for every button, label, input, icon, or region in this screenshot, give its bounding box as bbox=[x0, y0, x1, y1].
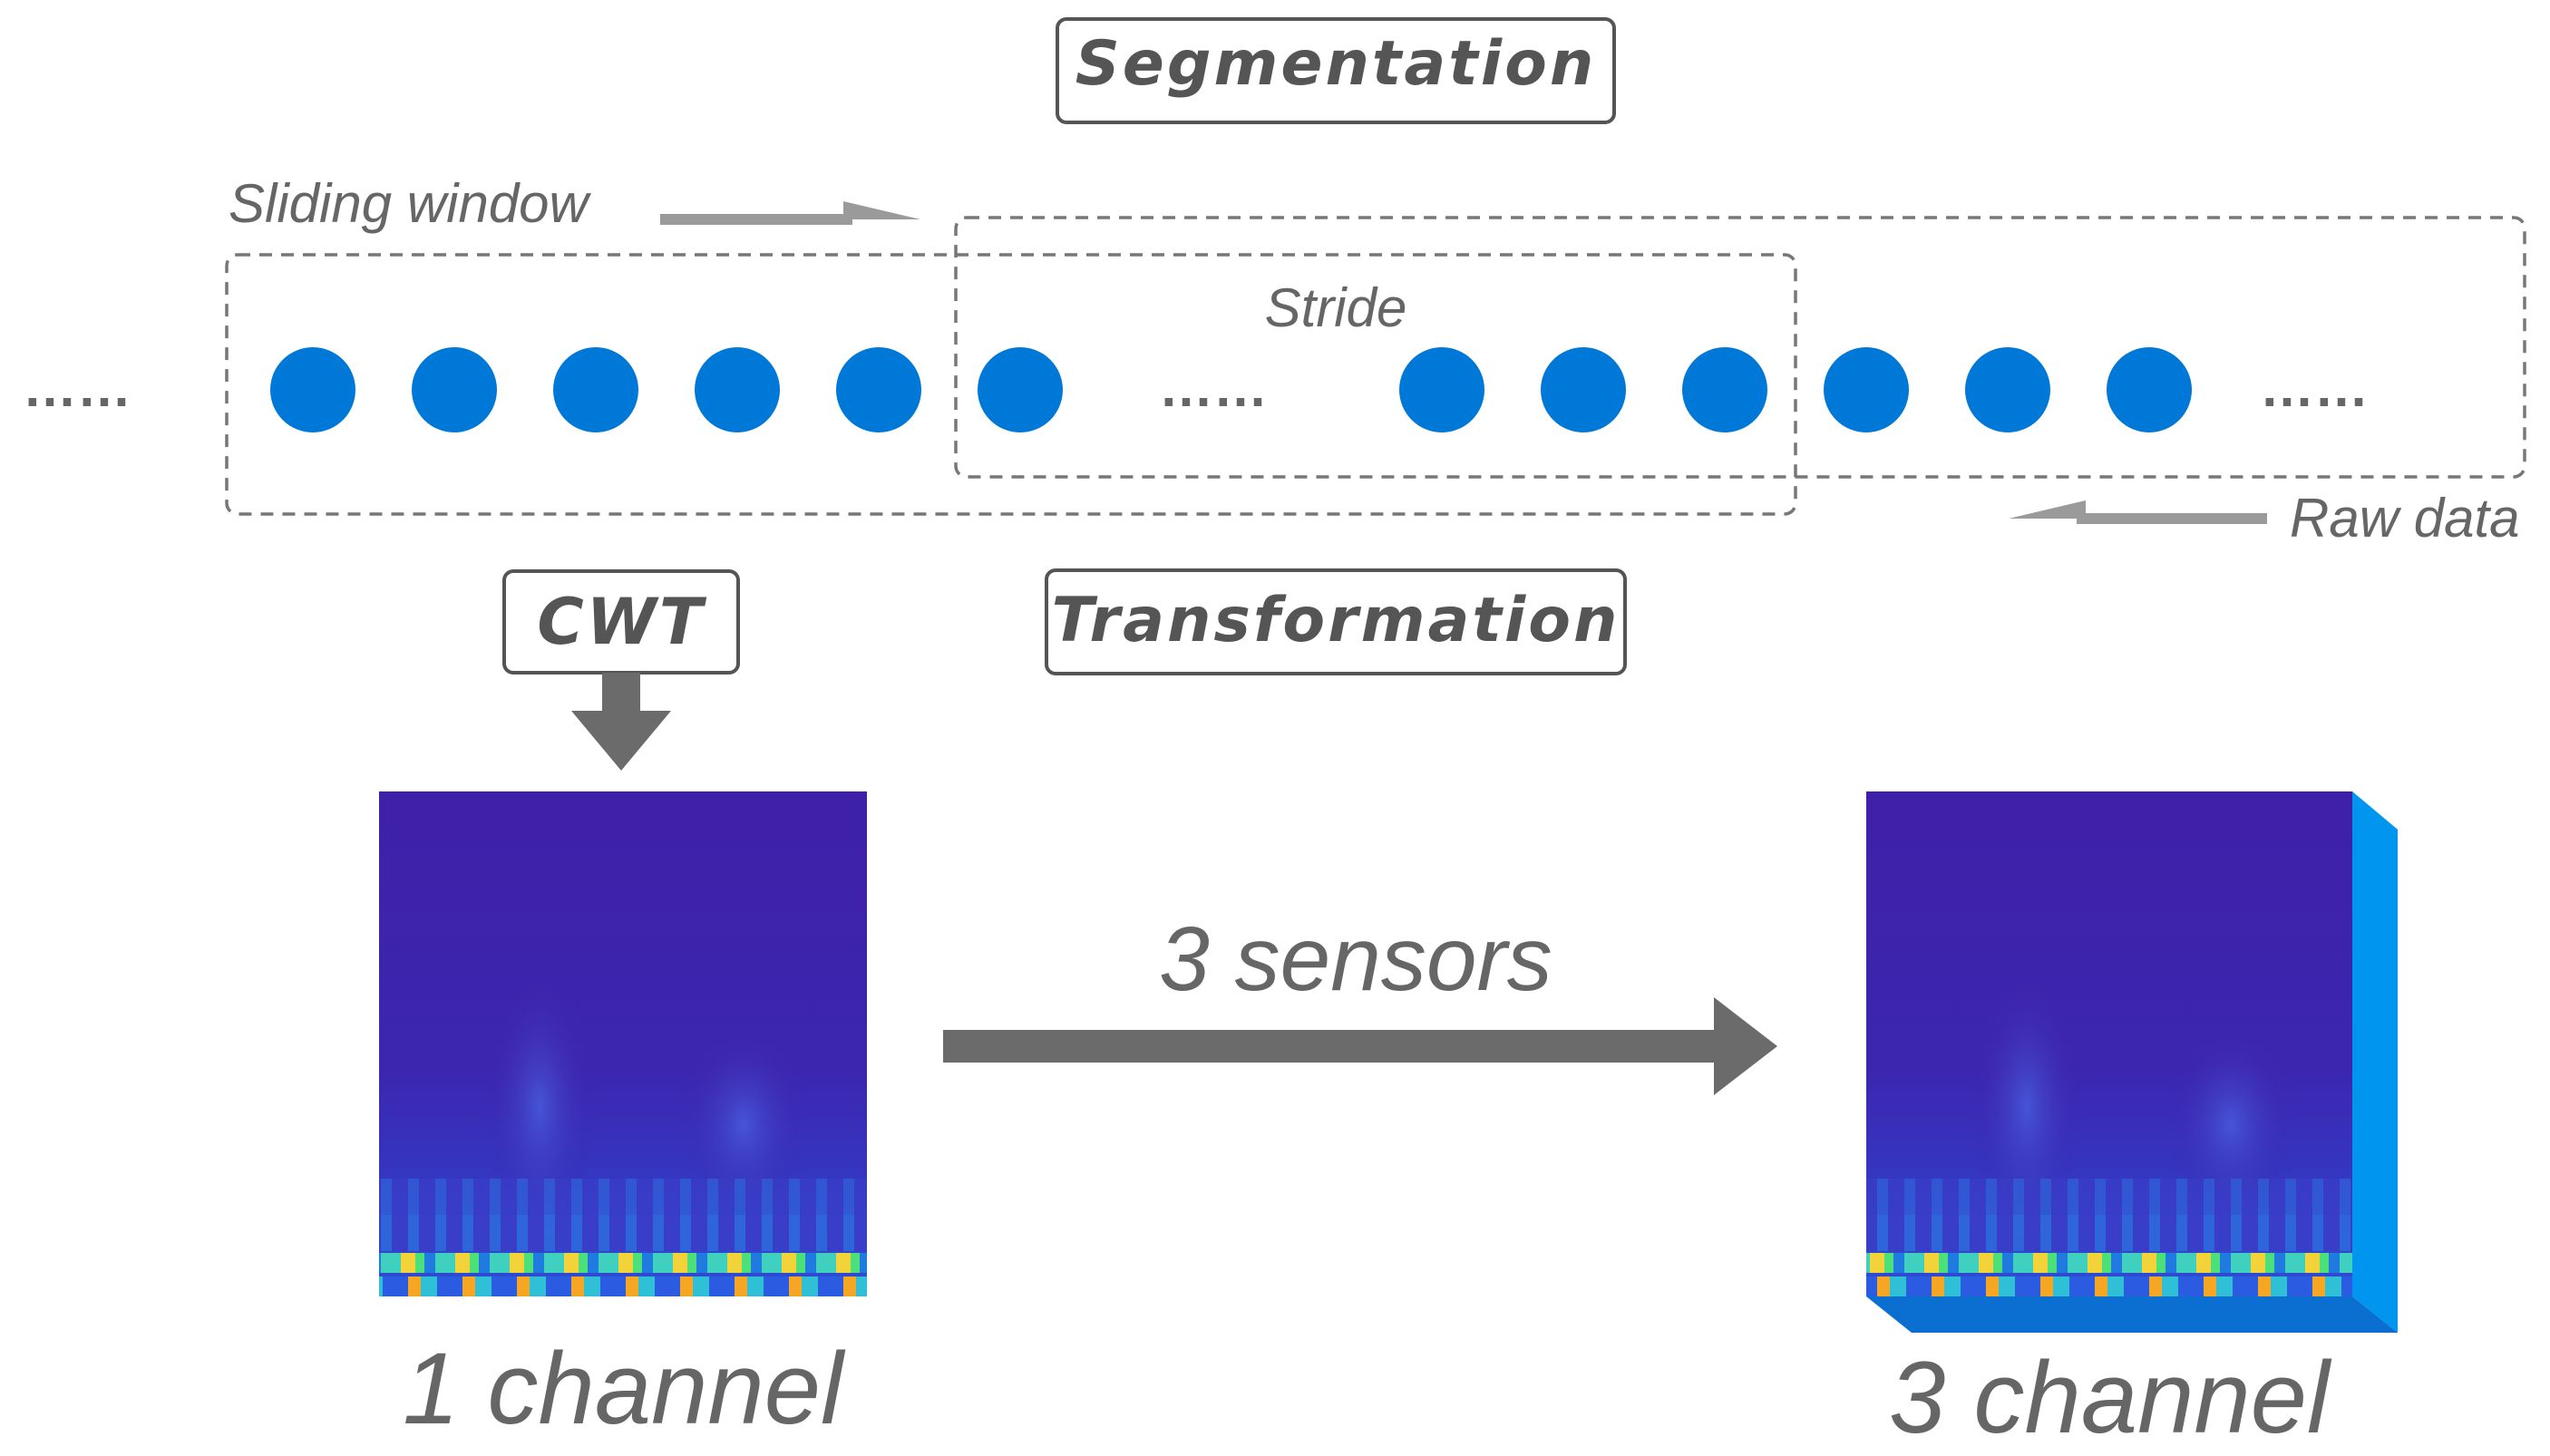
data-point bbox=[1682, 347, 1767, 432]
ellipsis-right: …… bbox=[2260, 357, 2369, 418]
cwt-label: CWT bbox=[537, 585, 707, 659]
sensors-label: 3 sensors bbox=[1159, 908, 1552, 1010]
segmentation-box: Segmentation bbox=[1056, 17, 1616, 124]
cwt-box: CWT bbox=[502, 569, 740, 675]
down-arrow-icon bbox=[571, 673, 671, 771]
data-point bbox=[1824, 347, 1909, 432]
transformation-box: Transformation bbox=[1045, 568, 1627, 675]
data-point bbox=[1965, 347, 2050, 432]
right-arrow-icon bbox=[943, 997, 1777, 1095]
data-point bbox=[1399, 347, 1484, 432]
data-point bbox=[836, 347, 921, 432]
left-arrow-icon bbox=[2009, 500, 2267, 524]
data-point bbox=[978, 347, 1063, 432]
ellipsis-middle: …… bbox=[1159, 357, 1268, 418]
data-point bbox=[1541, 347, 1626, 432]
stride-label: Stride bbox=[1265, 277, 1407, 338]
transformation-label: Transformation bbox=[1052, 585, 1621, 656]
spectrogram-three-channel bbox=[1866, 791, 2398, 1333]
data-point bbox=[2107, 347, 2192, 432]
three-channel-label: 3 channel bbox=[1889, 1341, 2332, 1454]
window-one bbox=[225, 253, 1797, 516]
ellipsis-left: …… bbox=[23, 357, 131, 418]
right-arrow-icon bbox=[660, 201, 920, 225]
data-point bbox=[695, 347, 780, 432]
data-point bbox=[270, 347, 355, 432]
data-point bbox=[412, 347, 497, 432]
spectrogram-one-channel bbox=[379, 791, 867, 1296]
segmentation-label: Segmentation bbox=[1075, 28, 1597, 100]
data-points bbox=[270, 347, 2192, 432]
raw-data-label: Raw data bbox=[2290, 488, 2519, 548]
one-channel-label: 1 channel bbox=[403, 1332, 846, 1445]
data-point bbox=[553, 347, 638, 432]
window-two bbox=[954, 216, 2526, 479]
sliding-window-label: Sliding window bbox=[229, 173, 592, 234]
